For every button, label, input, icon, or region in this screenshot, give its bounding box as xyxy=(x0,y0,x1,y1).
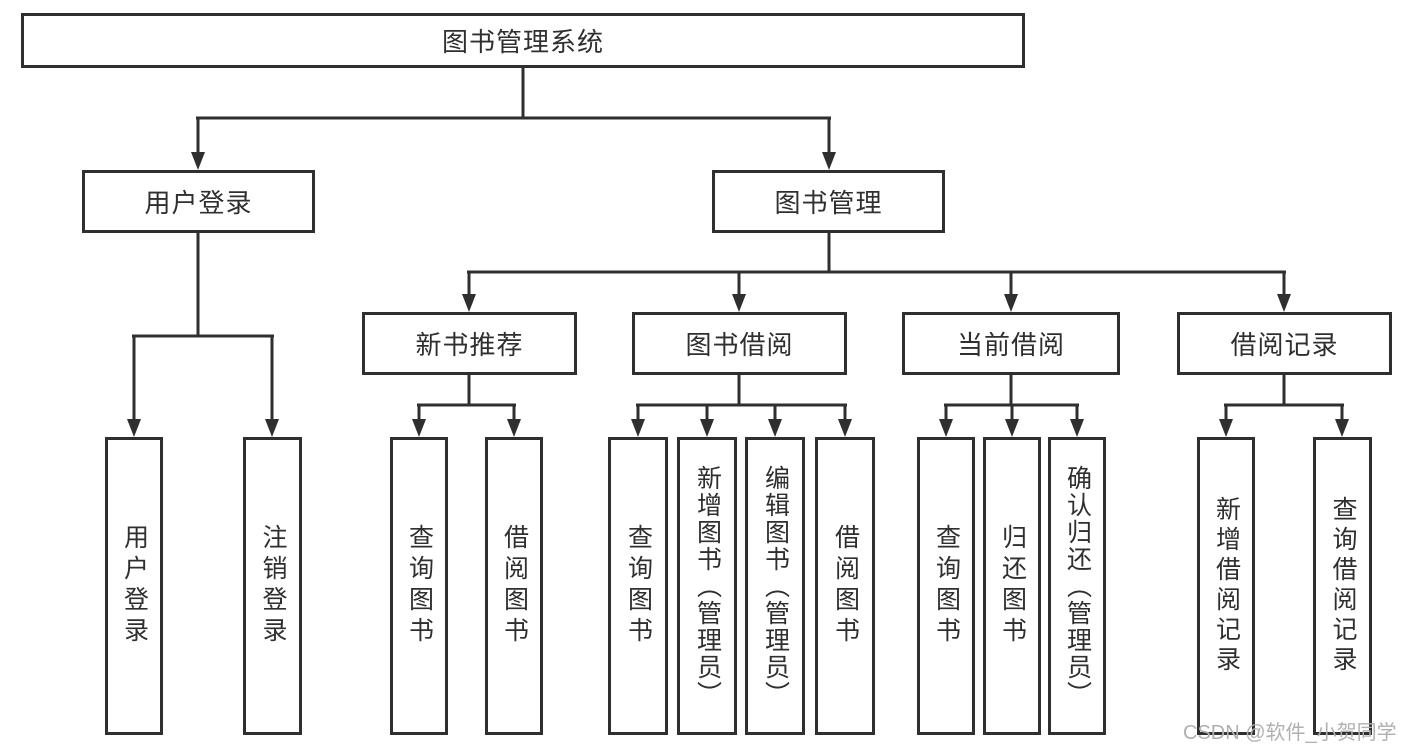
node-label: 查询图书 xyxy=(932,524,961,648)
node-label: 借阅图书 xyxy=(831,524,860,648)
node-add-borrow-record: 新增借阅记录 xyxy=(1197,437,1255,735)
node-label: 新书推荐 xyxy=(415,330,524,360)
node-query-book-current: 查询图书 xyxy=(917,437,975,735)
node-label: 图书管理系统 xyxy=(441,27,604,57)
node-label: 借阅记录 xyxy=(1230,330,1339,360)
node-query-borrow-record: 查询借阅记录 xyxy=(1313,437,1372,735)
node-label: 图书借阅 xyxy=(685,330,794,360)
node-label: 编辑图书（管理员） xyxy=(761,464,790,708)
node-label: 图书管理 xyxy=(774,188,883,218)
node-root: 图书管理系统 xyxy=(21,13,1025,68)
node-label: 借阅图书 xyxy=(500,524,529,648)
node-borrow-record: 借阅记录 xyxy=(1177,312,1392,375)
node-login: 用户登录 xyxy=(105,437,163,735)
node-borrow-book-recommend: 借阅图书 xyxy=(485,437,543,735)
node-book-borrow: 图书借阅 xyxy=(632,312,847,375)
node-edit-book-admin: 编辑图书（管理员） xyxy=(745,437,805,735)
node-book-management: 图书管理 xyxy=(712,170,945,233)
node-new-book-recommend: 新书推荐 xyxy=(362,312,577,375)
node-label: 当前借阅 xyxy=(956,330,1065,360)
node-confirm-return-admin: 确认归还（管理员） xyxy=(1048,437,1106,735)
node-label: 查询借阅记录 xyxy=(1329,496,1357,676)
node-label: 用户登录 xyxy=(120,524,149,648)
node-label: 查询图书 xyxy=(624,524,653,648)
node-logout: 注销登录 xyxy=(243,437,302,735)
node-label: 归还图书 xyxy=(998,524,1027,648)
node-label: 查询图书 xyxy=(405,524,434,648)
node-label: 新增借阅记录 xyxy=(1212,496,1241,676)
node-label: 注销登录 xyxy=(259,524,287,648)
node-label: 用户登录 xyxy=(144,188,253,218)
csdn-watermark: CSDN @软件_小贺同学 xyxy=(1183,722,1397,744)
node-query-book-borrow: 查询图书 xyxy=(608,437,668,735)
node-current-borrow: 当前借阅 xyxy=(902,312,1120,375)
node-borrow-book: 借阅图书 xyxy=(815,437,875,735)
node-add-book-admin: 新增图书（管理员） xyxy=(677,437,737,735)
node-user-login: 用户登录 xyxy=(82,170,315,233)
node-label: 确认归还（管理员） xyxy=(1063,464,1092,708)
node-return-book: 归还图书 xyxy=(983,437,1041,735)
node-label: 新增图书（管理员） xyxy=(693,464,722,708)
node-query-book-recommend: 查询图书 xyxy=(390,437,448,735)
